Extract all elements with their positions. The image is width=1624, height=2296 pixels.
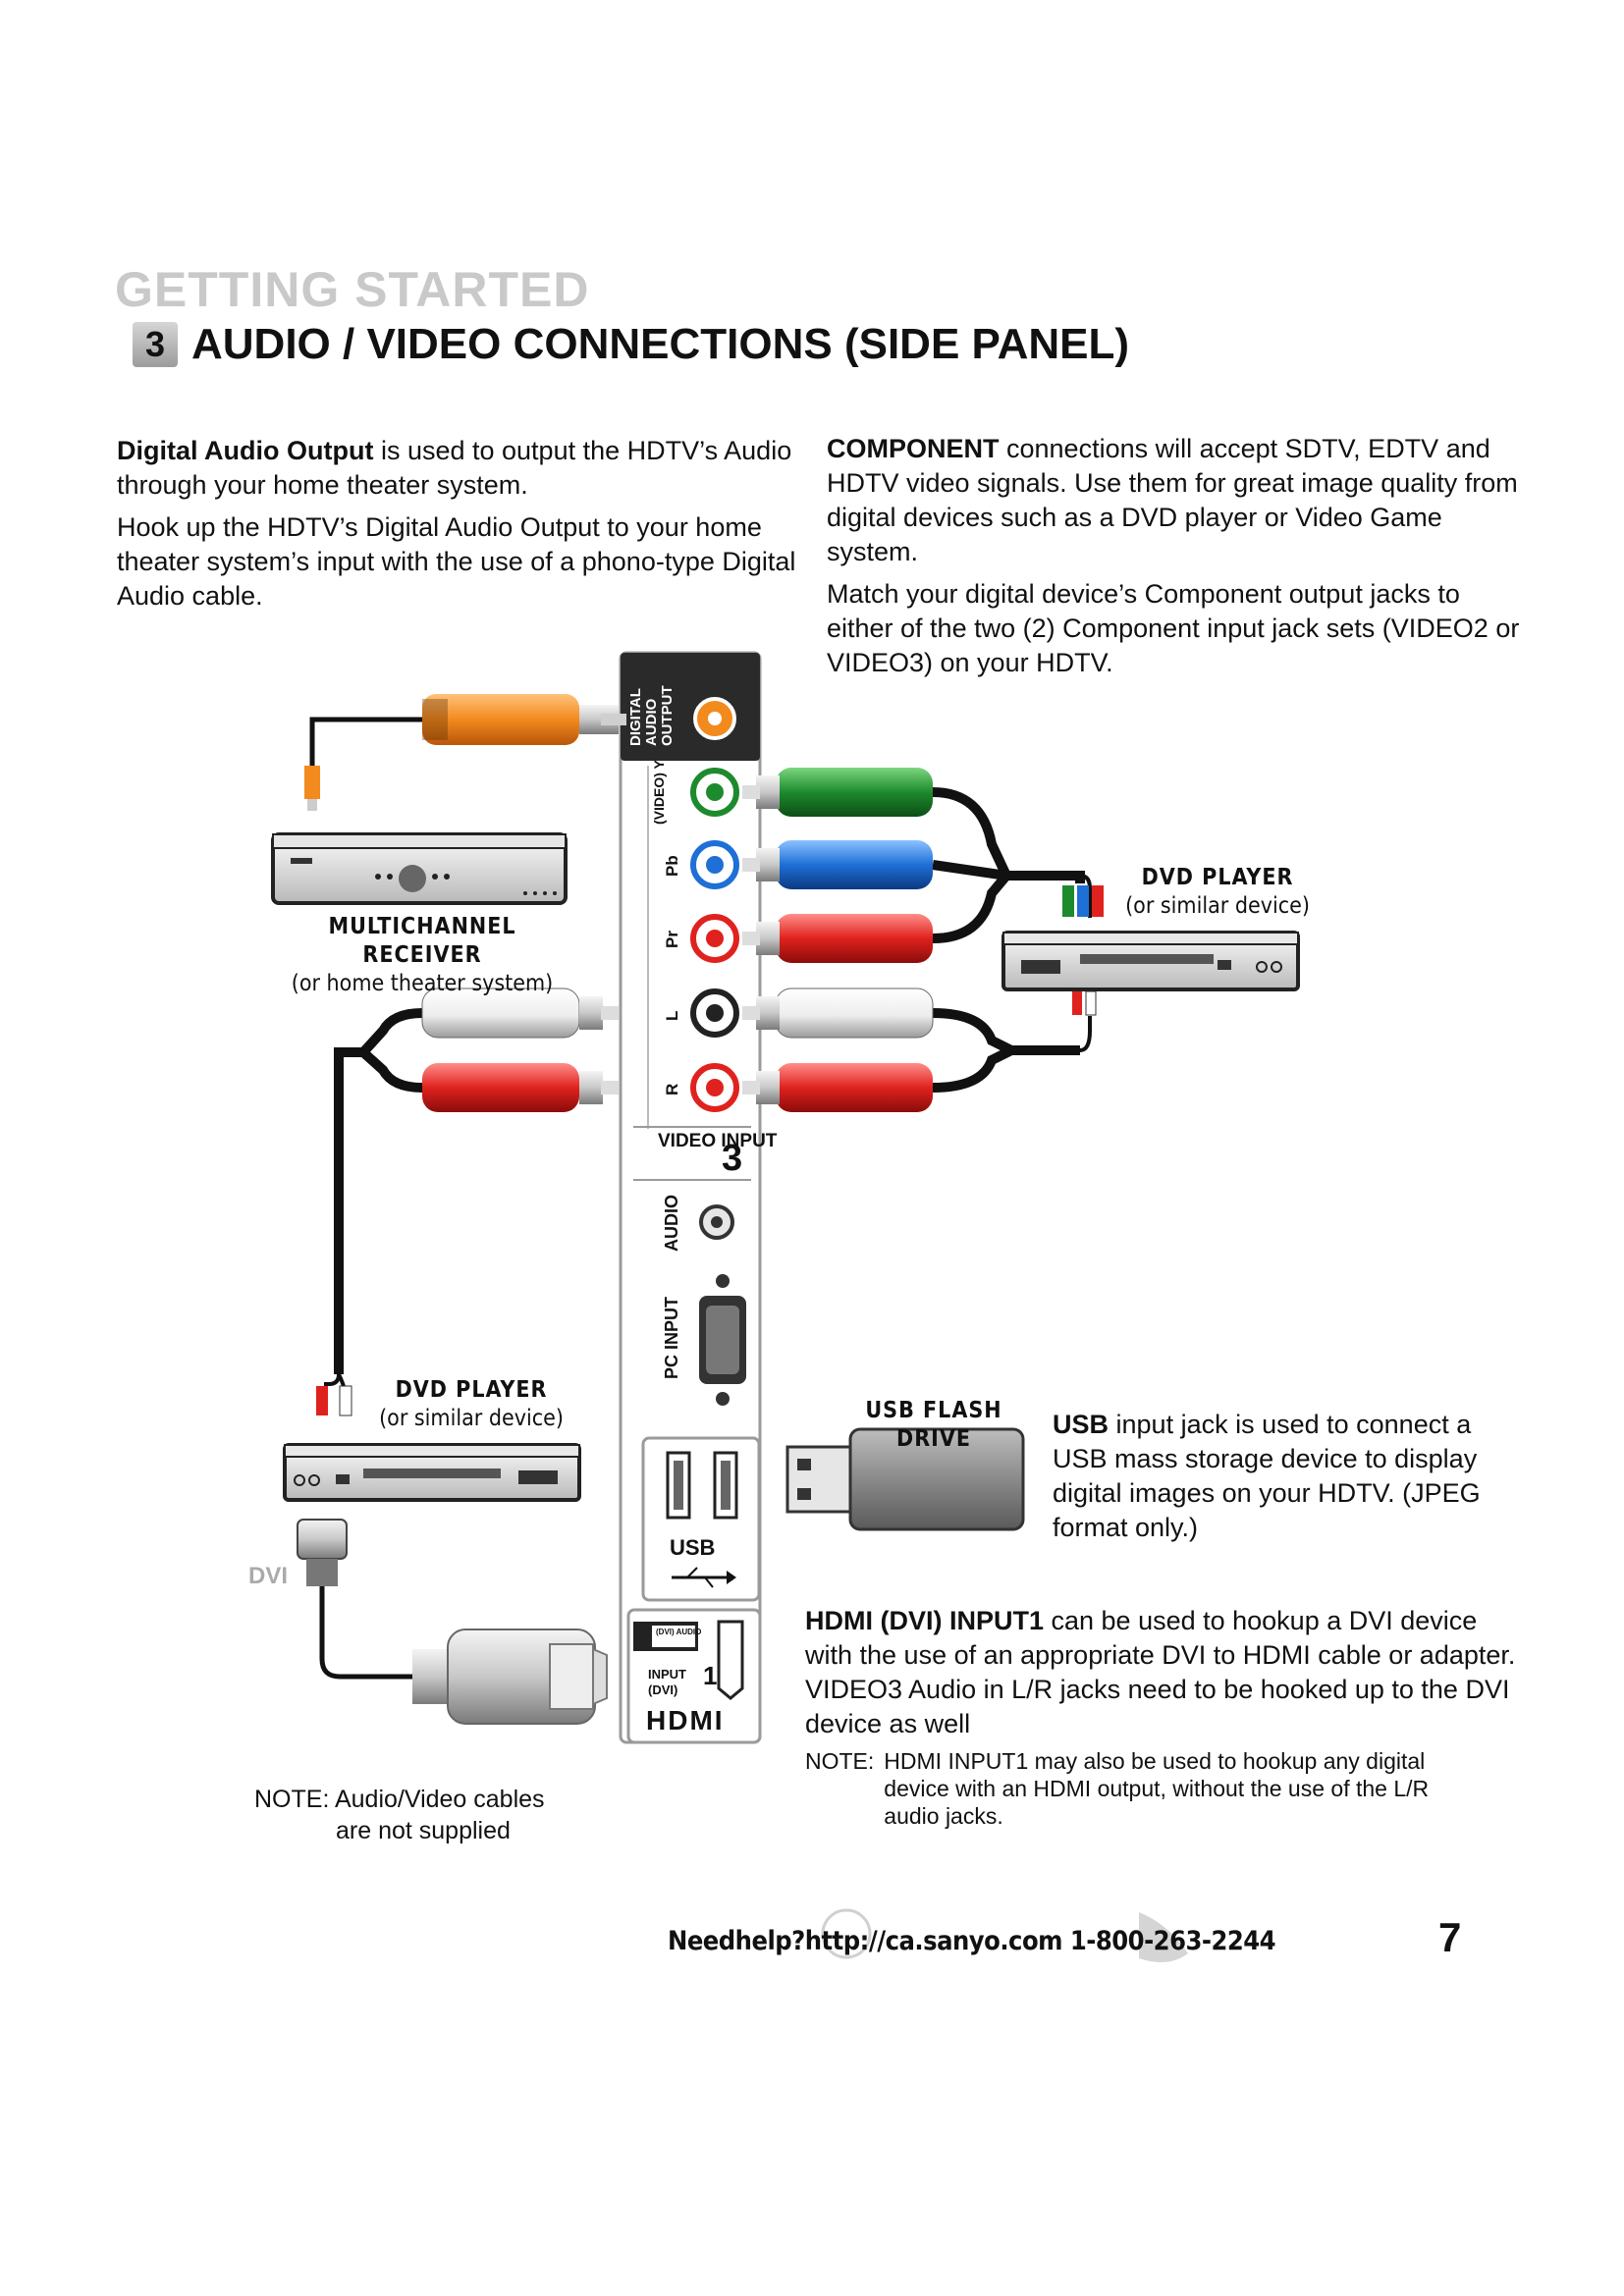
- pc-input-label: PC INPUT: [662, 1297, 681, 1379]
- input1-dvi-label: (DVI): [648, 1682, 677, 1697]
- dvi-hdmi-cable: [297, 1519, 608, 1725]
- receiver-label: MULTICHANNEL RECEIVER (or home theater s…: [265, 913, 579, 998]
- hdmi-note-label: NOTE:: [805, 1748, 875, 1774]
- video-y-label: (VIDEO) Y: [651, 759, 667, 825]
- step-number-badge: 3: [133, 322, 178, 367]
- digital-label: DIGITAL: [627, 688, 644, 746]
- dvd-left-name: DVD PLAYER: [395, 1377, 548, 1403]
- digital-audio-lead: Digital Audio Output: [117, 436, 374, 465]
- component-cables: [742, 768, 1104, 963]
- usb-drive-label: USB FLASH DRIVE: [827, 1397, 1041, 1454]
- digital-audio-description: Digital Audio Output is used to output t…: [117, 434, 804, 621]
- audio-lr-cables-left: [316, 988, 619, 1416]
- digital-audio-p1: is used to output the HDTV’s Audio throu…: [117, 436, 792, 500]
- usb-flash-drive-icon: [785, 1427, 1025, 1531]
- cables-note-line1: NOTE: Audio/Video cables: [254, 1786, 545, 1813]
- section-title: GETTING STARTED: [115, 262, 590, 317]
- dvd-player-right-icon: [1001, 931, 1300, 991]
- dvi-label: DVI: [248, 1563, 289, 1589]
- component-description: COMPONENT connections will accept SDTV, …: [827, 432, 1524, 688]
- hdmi-note-text: HDMI INPUT1 may also be used to hookup a…: [884, 1748, 1430, 1829]
- page-number: 7: [1438, 1914, 1462, 1960]
- component-p1: connections will accept SDTV, EDTV and H…: [827, 434, 1518, 566]
- dvd-player-left-icon: [283, 1443, 581, 1502]
- pr-label: Pr: [663, 931, 681, 948]
- input1-label: INPUT: [648, 1667, 686, 1682]
- dvd-right-label: DVD PLAYER (or similar device): [1110, 864, 1326, 921]
- usb-lead: USB: [1053, 1410, 1110, 1439]
- digital-audio-p2: Hook up the HDTV’s Digital Audio Output …: [117, 512, 796, 611]
- r-label: R: [663, 1084, 681, 1095]
- video-input-number: 3: [722, 1138, 742, 1179]
- input1-number: 1: [703, 1661, 717, 1690]
- dvd-right-sub: (or similar device): [1125, 893, 1310, 919]
- hdmi-logo: HDMI: [646, 1705, 725, 1735]
- component-lead: COMPONENT: [827, 434, 1000, 463]
- dvd-left-sub: (or similar device): [379, 1406, 564, 1431]
- dvd-left-label: DVD PLAYER (or similar device): [363, 1376, 579, 1433]
- receiver-name: MULTICHANNEL RECEIVER: [328, 914, 516, 968]
- dvi-audio-label: (DVI) AUDIO: [656, 1628, 701, 1636]
- cables-note-line2: are not supplied: [336, 1817, 511, 1844]
- page-title-text: AUDIO / VIDEO CONNECTIONS (SIDE PANEL): [191, 320, 1130, 368]
- cables-note: NOTE: Audio/Video cables are not supplie…: [254, 1784, 545, 1846]
- hdmi-lead: HDMI (DVI) INPUT1: [805, 1606, 1044, 1635]
- usb-drive-name: USB FLASH DRIVE: [865, 1398, 1002, 1452]
- usb-rest: input jack is used to connect a USB mass…: [1053, 1410, 1481, 1542]
- dvd-right-name: DVD PLAYER: [1141, 865, 1294, 890]
- multichannel-receiver-icon: [271, 832, 568, 905]
- receiver-sub: (or home theater system): [291, 971, 554, 996]
- output-label: OUTPUT: [659, 685, 676, 746]
- page-title: 3 AUDIO / VIDEO CONNECTIONS (SIDE PANEL): [133, 320, 1129, 369]
- hdmi-description: HDMI (DVI) INPUT1 can be used to hookup …: [805, 1604, 1522, 1741]
- video-input-label: VIDEO INPUT: [658, 1131, 778, 1151]
- help-logo-icon: [821, 1908, 1188, 1962]
- audio-pc-label: AUDIO: [662, 1195, 681, 1252]
- hdmi-note: NOTE: HDMI INPUT1 may also be used to ho…: [805, 1747, 1512, 1830]
- tv-side-panel: DIGITAL AUDIO OUTPUT (VIDEO) Y Pb Pr L R…: [619, 651, 778, 1744]
- hdmi-port[interactable]: [717, 1620, 744, 1700]
- l-label: L: [663, 1011, 681, 1021]
- help-footer: Needhelp?http://ca.sanyo.com 1-800-263-2…: [668, 1926, 1276, 1956]
- component-p2: Match your digital device’s Component ou…: [827, 579, 1520, 677]
- usb-symbol-icon: [672, 1567, 736, 1588]
- pb-label: Pb: [663, 855, 681, 877]
- usb-description: USB input jack is used to connect a USB …: [1053, 1408, 1514, 1545]
- audio-lr-cables-right: [742, 988, 1097, 1112]
- hdmi-rest: can be used to hookup a DVI device with …: [805, 1606, 1516, 1738]
- digital-audio-cable: [304, 694, 626, 811]
- audio-label: AUDIO: [643, 698, 660, 746]
- usb-panel-label: USB: [670, 1535, 715, 1560]
